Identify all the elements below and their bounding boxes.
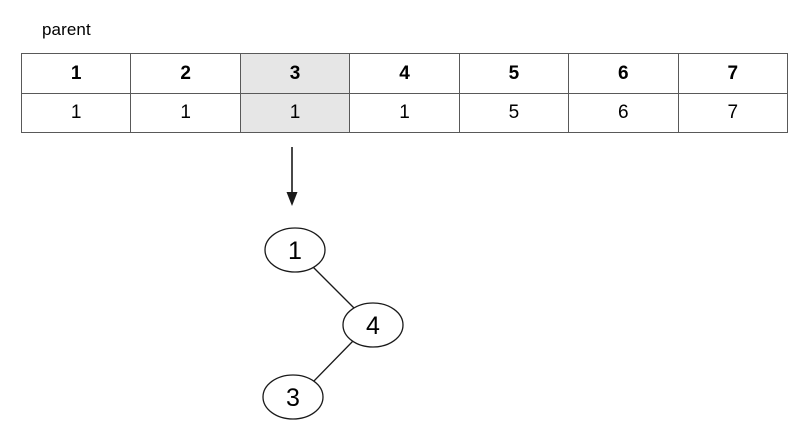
array-value-cell-7[interactable]: 7 bbox=[677, 93, 788, 133]
array-value-cell-4[interactable]: 1 bbox=[349, 93, 460, 133]
array-index-cell-3[interactable]: 3 bbox=[239, 53, 351, 94]
array-index-cell-6[interactable]: 6 bbox=[568, 53, 679, 94]
tree-node-3-ellipse bbox=[262, 374, 324, 420]
array-value-row: 1 1 1 1 5 6 7 bbox=[20, 93, 788, 133]
down-arrow-icon bbox=[286, 147, 298, 206]
tree-node-1-label: 1 bbox=[288, 237, 302, 265]
array-value-cell-2[interactable]: 1 bbox=[130, 93, 241, 133]
parent-array-table: 1 2 3 4 5 6 7 1 1 1 1 5 6 7 bbox=[20, 53, 788, 133]
array-index-cell-2[interactable]: 2 bbox=[130, 53, 241, 94]
array-index-cell-1[interactable]: 1 bbox=[20, 53, 132, 94]
array-index-row: 1 2 3 4 5 6 7 bbox=[20, 53, 788, 94]
tree-node-4[interactable]: 4 bbox=[342, 302, 404, 348]
tree-edge-4-3 bbox=[312, 340, 354, 383]
array-value-cell-5[interactable]: 5 bbox=[458, 93, 570, 133]
tree-node-4-label: 4 bbox=[366, 312, 380, 340]
array-index-cell-5[interactable]: 5 bbox=[458, 53, 570, 94]
array-value-cell-1[interactable]: 1 bbox=[20, 93, 132, 133]
array-title-label: parent bbox=[42, 20, 91, 39]
tree-node-3[interactable]: 3 bbox=[262, 374, 324, 420]
tree-node-4-ellipse bbox=[342, 302, 404, 348]
array-value-cell-3[interactable]: 1 bbox=[239, 93, 351, 133]
tree-node-3-label: 3 bbox=[286, 384, 300, 412]
tree-node-1-ellipse bbox=[264, 227, 326, 273]
array-index-cell-7[interactable]: 7 bbox=[677, 53, 788, 94]
tree-edge-1-4 bbox=[312, 266, 357, 311]
tree-node-1[interactable]: 1 bbox=[264, 227, 326, 273]
array-index-cell-4[interactable]: 4 bbox=[349, 53, 460, 94]
array-value-cell-6[interactable]: 6 bbox=[568, 93, 679, 133]
